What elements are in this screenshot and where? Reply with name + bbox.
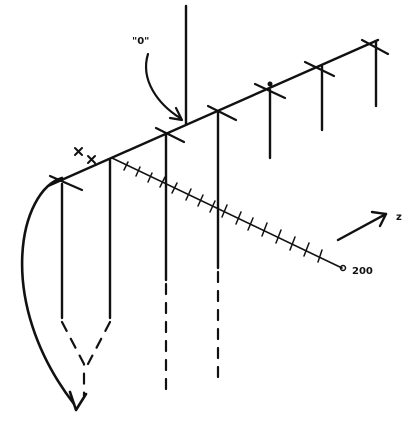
origin-arrow — [145, 52, 182, 120]
hangers-solid — [60, 40, 378, 320]
sweep-arrowhead — [68, 390, 88, 412]
rail-tick — [303, 60, 336, 78]
rail-dot — [267, 81, 273, 87]
cross-mark — [87, 155, 96, 164]
cross-mark — [74, 147, 83, 156]
hangers-dashed — [60, 270, 220, 398]
dashed-line — [60, 320, 86, 398]
dashed-line — [86, 320, 112, 366]
axis-end-label: 200 — [352, 266, 373, 277]
direction-arrow — [336, 212, 388, 242]
origin-label: "0" — [132, 36, 149, 47]
axis-hatching — [123, 161, 323, 263]
direction-arrowhead — [370, 210, 388, 228]
rail-tick — [154, 126, 186, 144]
cross-marks — [74, 147, 96, 164]
axis-end-circle — [339, 264, 347, 272]
main-rail — [46, 38, 380, 188]
origin-arrowhead — [168, 106, 184, 122]
oblique-axis — [111, 157, 343, 269]
direction-label: z — [396, 212, 402, 223]
sweep-arrow — [20, 176, 76, 406]
hatch-marks — [123, 161, 323, 263]
rail-tick — [48, 174, 84, 192]
rail-tick — [206, 104, 238, 122]
